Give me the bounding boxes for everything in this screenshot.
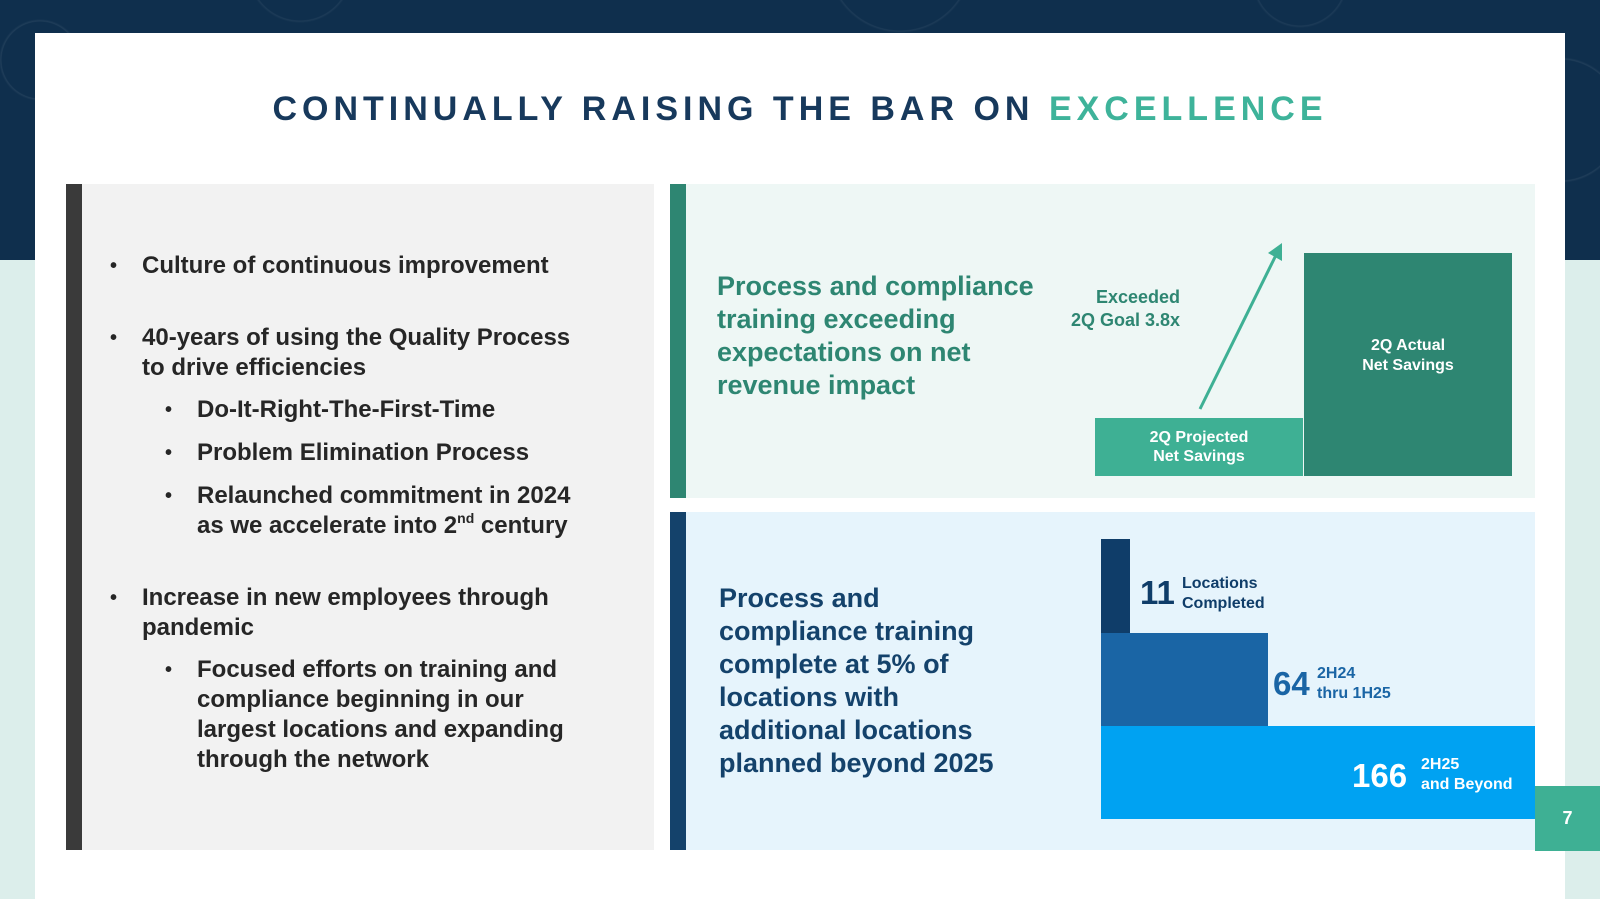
bullet-1: •Culture of continuous improvement — [110, 252, 549, 279]
net-savings-panel: Process and compliance training exceedin… — [670, 184, 1535, 498]
step-2-value: 64 — [1273, 665, 1310, 702]
net-savings-headline: Process and compliance training exceedin… — [717, 271, 1034, 400]
projected-savings-bar: 2Q Projected Net Savings — [1095, 418, 1303, 476]
actual-savings-bar: 2Q Actual Net Savings — [1304, 253, 1512, 476]
title-main: CONTINUALLY RAISING THE BAR ON — [272, 90, 1035, 128]
page-number: 7 — [1535, 786, 1600, 851]
slide-title: CONTINUALLY RAISING THE BAR ON EXCELLENC… — [35, 90, 1565, 129]
exceeded-goal-label: Exceeded 2Q Goal 3.8x — [1070, 287, 1180, 330]
step-completed — [1101, 539, 1130, 633]
locations-headline: Process and compliance training complete… — [719, 583, 994, 778]
locations-accent-bar — [670, 512, 686, 850]
step-2h24 — [1101, 633, 1268, 726]
growth-arrow-icon — [1198, 243, 1282, 410]
slide: CONTINUALLY RAISING THE BAR ON EXCELLENC… — [35, 33, 1565, 899]
sub-bullet-2: •Problem Elimination Process — [165, 439, 530, 466]
sub-bullet-1: •Do-It-Right-The-First-Time — [165, 396, 496, 423]
locations-panel: Process and compliance training complete… — [670, 512, 1535, 850]
title-accent: EXCELLENCE — [1048, 90, 1328, 128]
step-1-value: 11 — [1140, 574, 1175, 611]
step-3-value: 166 — [1352, 757, 1408, 794]
left-accent-bar — [66, 184, 82, 850]
step-2h25 — [1101, 726, 1535, 819]
net-savings-accent-bar — [670, 184, 686, 498]
left-bullet-panel: •Culture of continuous improvement •40-y… — [66, 184, 654, 850]
